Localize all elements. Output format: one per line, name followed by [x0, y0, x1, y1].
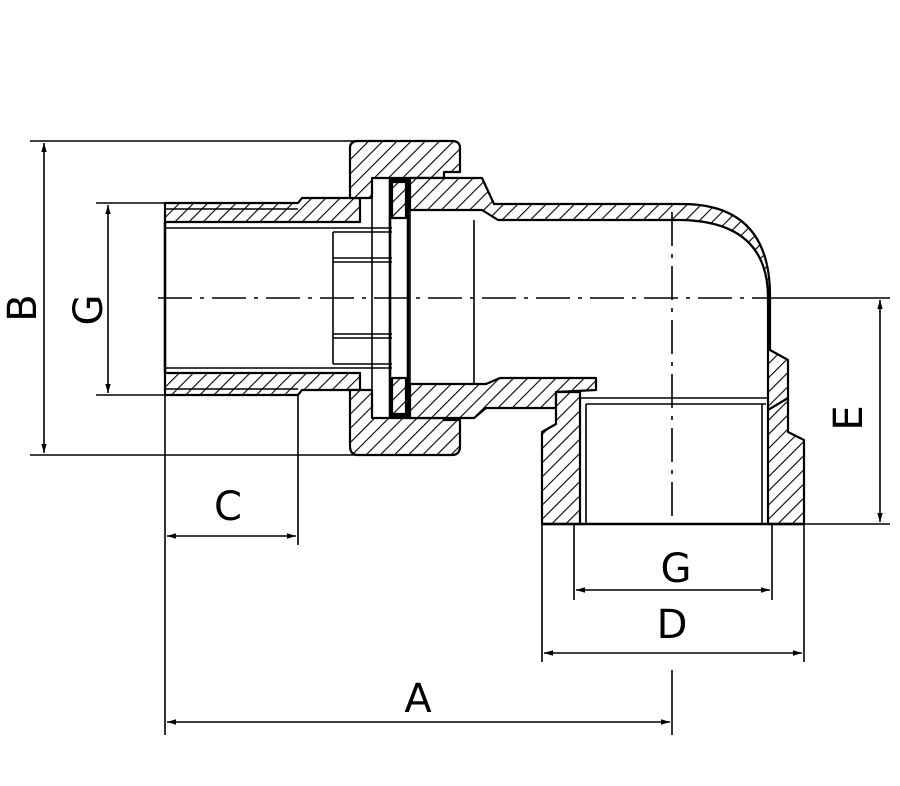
- label-g-bottom: G: [661, 546, 692, 592]
- union-nut-section: [348, 139, 462, 457]
- label-e: E: [826, 405, 872, 430]
- male-tail-section: [163, 196, 392, 397]
- extension-lines: [30, 140, 890, 735]
- label-d: D: [657, 602, 688, 648]
- label-c: C: [214, 484, 242, 530]
- label-b: B: [0, 294, 46, 321]
- label-g-left: G: [66, 295, 112, 326]
- elbow-body-section: [408, 176, 806, 526]
- label-a: A: [404, 676, 432, 722]
- dimension-lines: [41, 143, 883, 725]
